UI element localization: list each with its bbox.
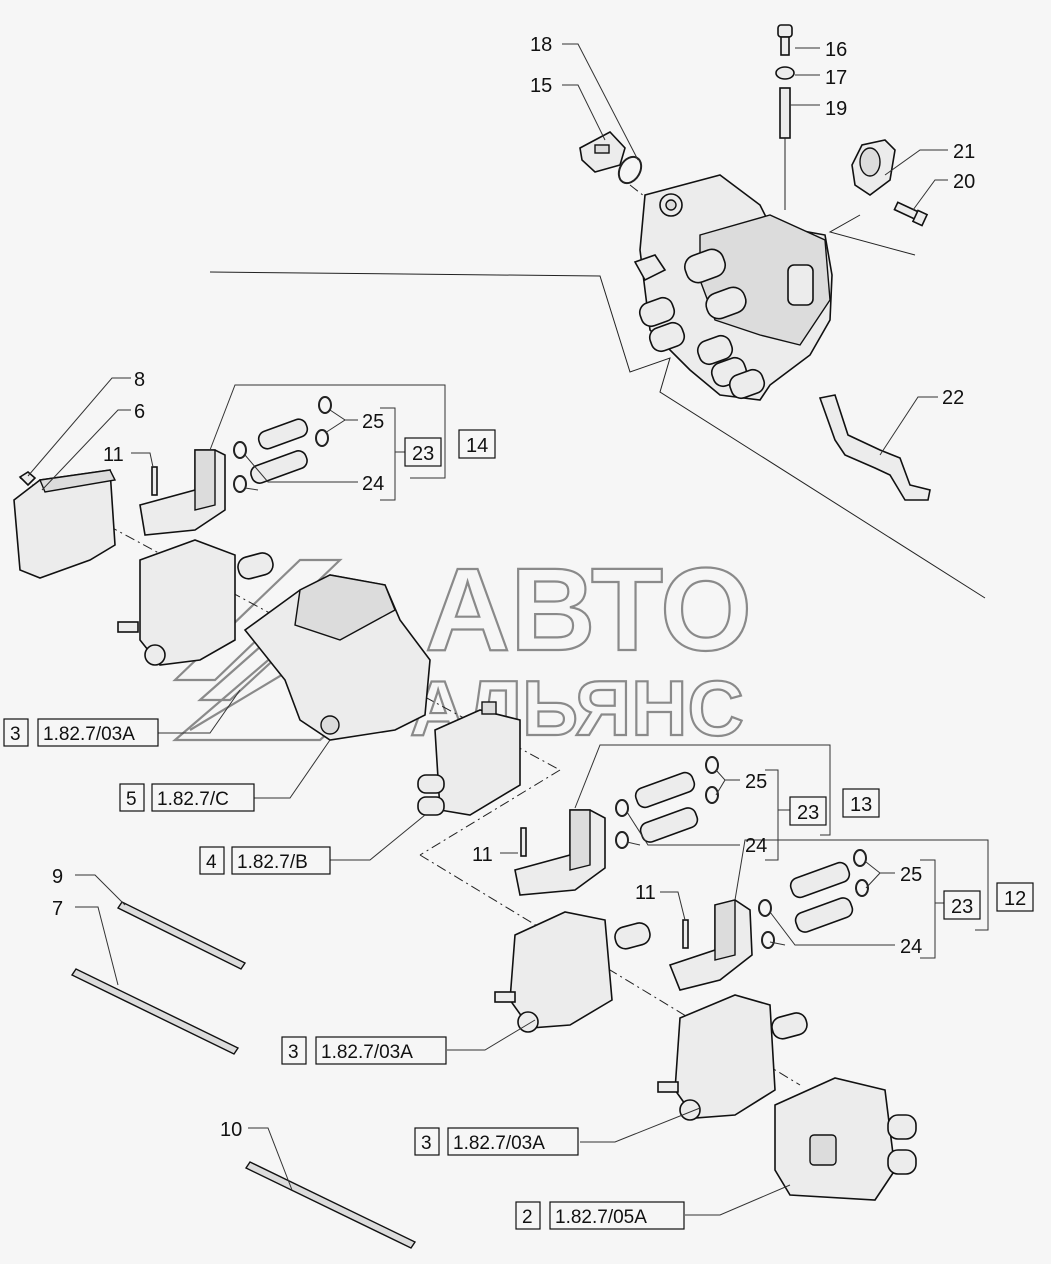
- label-8: 8: [134, 369, 145, 391]
- spools-mid: [615, 756, 719, 849]
- main-valve-assembly: [633, 174, 833, 401]
- label-21: 21: [953, 141, 975, 163]
- ref-1: 3 1.82.7/03A: [3, 718, 159, 747]
- label-25-a: 25: [362, 411, 384, 433]
- ref-4-code: 1.82.7/03A: [321, 1042, 413, 1063]
- label-10: 10: [220, 1119, 242, 1141]
- part-11-screw-b: [520, 827, 527, 857]
- label-11-b: 11: [472, 844, 493, 866]
- part-22-bracket: [818, 394, 931, 501]
- label-22: 22: [942, 387, 964, 409]
- part-19-stud: [779, 87, 791, 139]
- label-6: 6: [134, 401, 145, 423]
- section-valve-left: [117, 539, 274, 666]
- ref-4: 3 1.82.7/03A: [281, 1036, 447, 1065]
- ref-2: 5 1.82.7/C: [119, 783, 255, 812]
- ref-5-qty: 3: [421, 1133, 432, 1154]
- ref-4-qty: 3: [288, 1042, 299, 1063]
- watermark: АВТО АЛЬЯНС: [172, 543, 753, 753]
- cover-block-mid: [514, 809, 606, 896]
- cover-block-left: [139, 449, 226, 536]
- part-17-washer: [775, 66, 795, 80]
- guide-lines: [209, 214, 986, 599]
- cover-block-right: [668, 899, 753, 991]
- part-16-bolt: [777, 24, 793, 56]
- leader-lines: [27, 43, 989, 1216]
- label-24-b: 24: [745, 835, 767, 857]
- ref-6-code: 1.82.7/05A: [555, 1207, 647, 1228]
- ref-3-code: 1.82.7/B: [237, 852, 308, 873]
- end-cover: [774, 1077, 917, 1201]
- label-12: 12: [1004, 888, 1026, 910]
- label-18: 18: [530, 34, 552, 56]
- ref-2-code: 1.82.7/C: [157, 789, 229, 810]
- part-8-plug: [18, 471, 37, 487]
- label-16: 16: [825, 39, 847, 61]
- part-11-screw-a: [151, 466, 158, 496]
- label-20: 20: [953, 171, 975, 193]
- spools-right: [758, 849, 869, 949]
- ref-2-qty: 5: [126, 789, 137, 810]
- label-13: 13: [850, 794, 872, 816]
- label-14: 14: [466, 435, 488, 457]
- ref-1-code: 1.82.7/03A: [43, 724, 135, 745]
- section-valve-lower-2: [657, 994, 808, 1121]
- label-11-a: 11: [103, 444, 124, 466]
- part-11-screw-c: [682, 919, 689, 949]
- center-section-block: [417, 701, 521, 816]
- section-valve-lower-1: [494, 911, 651, 1033]
- label-7: 7: [52, 898, 63, 920]
- ref-6-qty: 2: [522, 1207, 533, 1228]
- ref-5: 3 1.82.7/03A: [414, 1127, 579, 1156]
- label-19: 19: [825, 98, 847, 120]
- couplers: [638, 248, 766, 400]
- part-20-bolt: [893, 201, 929, 227]
- part-21-flange: [851, 139, 896, 196]
- part-15-clip: [579, 131, 626, 173]
- label-17: 17: [825, 67, 847, 89]
- label-11-c: 11: [635, 882, 656, 904]
- label-25-b: 25: [745, 771, 767, 793]
- label-23-c: 23: [951, 896, 973, 918]
- part-6-cover: [13, 469, 117, 579]
- part-number-labels: 18 15 16 17 19 21 20 22 8 6 11 25 24 25 …: [52, 34, 975, 1141]
- ref-5-code: 1.82.7/03A: [453, 1133, 545, 1154]
- ref-6: 2 1.82.7/05A: [515, 1201, 685, 1230]
- label-15: 15: [530, 75, 552, 97]
- center-manifold: [243, 574, 431, 741]
- label-9: 9: [52, 866, 63, 888]
- ref-1-qty: 3: [10, 724, 21, 745]
- label-25-c: 25: [900, 864, 922, 886]
- label-24-c: 24: [900, 936, 922, 958]
- watermark-line1: АВТО: [425, 544, 752, 676]
- spools-left: [233, 396, 332, 493]
- reference-boxes: 3 1.82.7/03A 5 1.82.7/C 4 1.82.7/B 3 1.8…: [3, 718, 685, 1230]
- tie-rods: [70, 901, 417, 1249]
- ref-3-qty: 4: [206, 852, 217, 873]
- ref-3: 4 1.82.7/B: [199, 846, 331, 875]
- label-23-a: 23: [412, 443, 434, 465]
- boxed-labels: 23 14 23 13 23 12: [404, 429, 1034, 920]
- label-23-b: 23: [797, 802, 819, 824]
- label-24-a: 24: [362, 473, 384, 495]
